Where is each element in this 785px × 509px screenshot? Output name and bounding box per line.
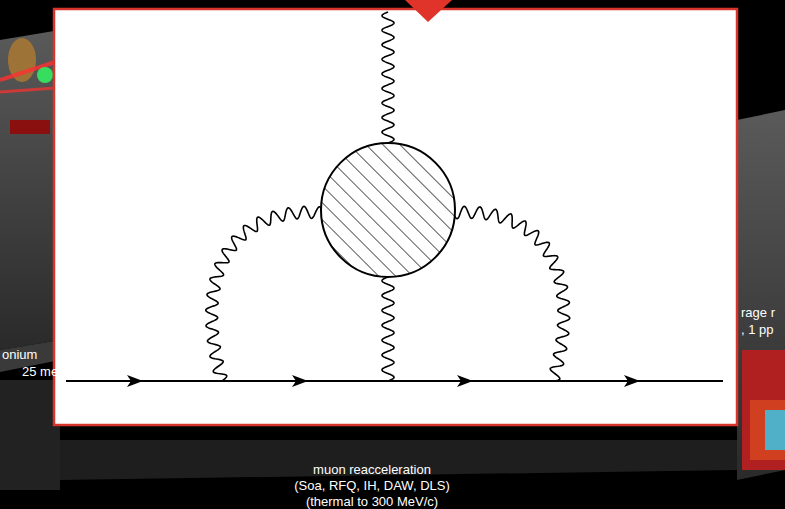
blob-ground (321, 143, 455, 277)
hadronic-blob (321, 143, 455, 277)
slide-caption: (thermal to 300 MeV/c) (222, 494, 522, 509)
pointer-triangle (405, 0, 452, 22)
photon-line (382, 277, 394, 381)
fermion-arrows (127, 375, 640, 387)
photon-line (382, 12, 394, 143)
background-text: , 1 pp (741, 322, 774, 338)
photon-line (453, 206, 570, 381)
background-text: 25 me (22, 364, 58, 380)
photon-lines (206, 12, 570, 381)
slide-caption: (Soa, RFQ, IH, DAW, DLS) (222, 478, 522, 494)
background-text: onium (2, 347, 37, 363)
fermion-line (66, 380, 723, 382)
background-text: rage r (741, 305, 775, 321)
photon-line (206, 206, 323, 381)
slide-caption: muon reacceleration (222, 462, 522, 478)
overlay-panel (54, 9, 737, 425)
